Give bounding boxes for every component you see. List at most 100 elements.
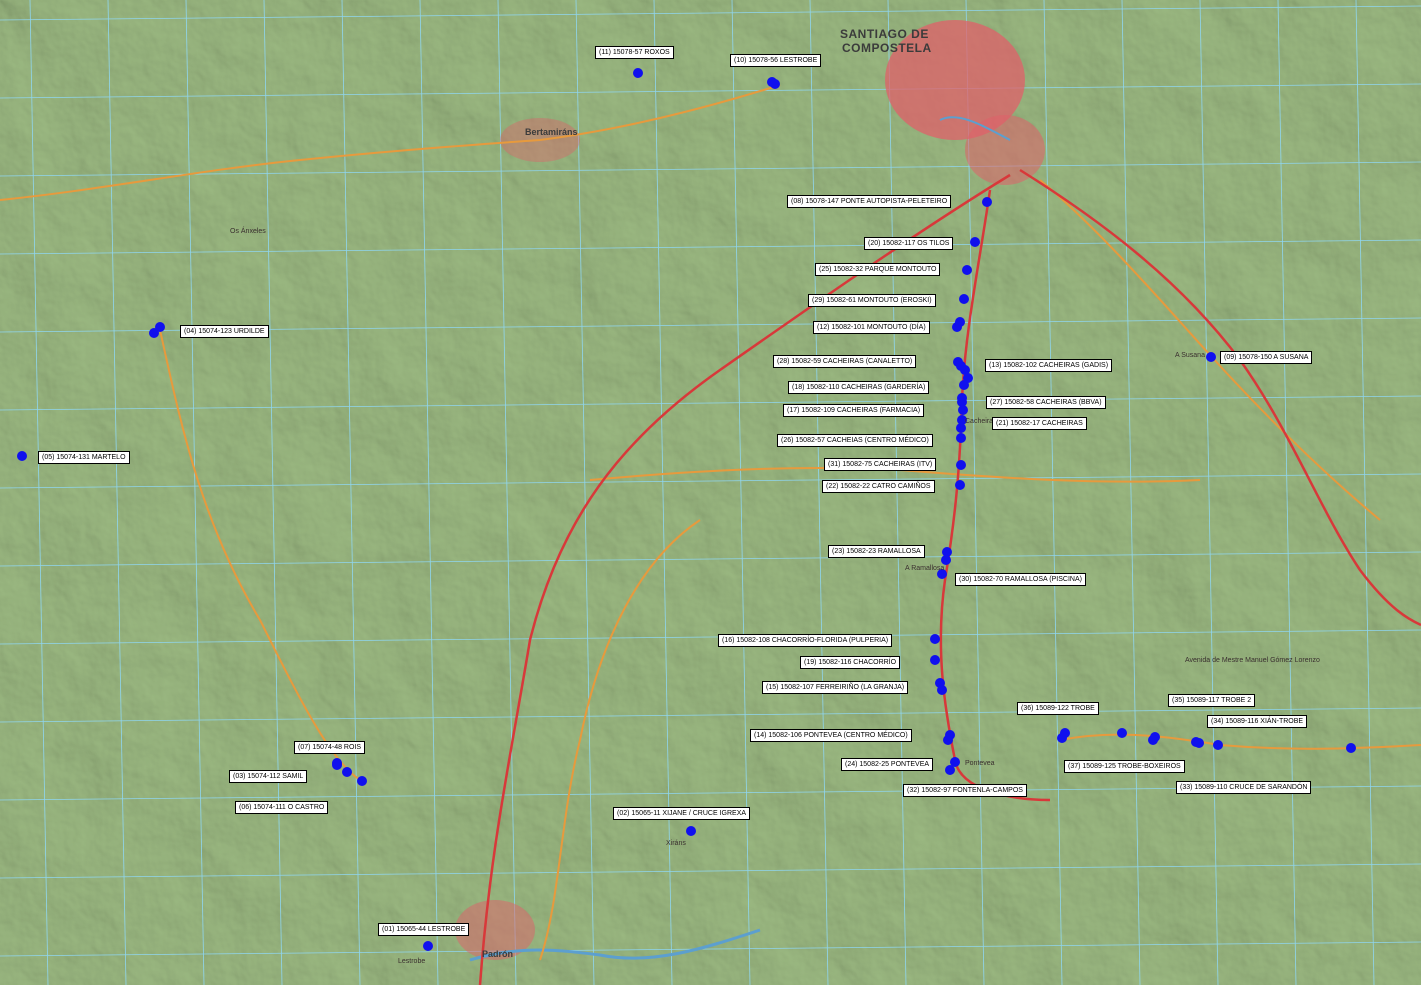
bus-stop-label[interactable]: (17) 15082-109 CACHEIRAS (FARMACIA) xyxy=(783,404,925,417)
bus-stop-label[interactable]: (15) 15082-107 FERREIRIÑO (LA GRANJA) xyxy=(762,681,909,694)
place-label: A Ramallosa xyxy=(905,565,945,572)
bus-stop-label[interactable]: (21) 15082-17 CACHEIRAS xyxy=(992,417,1087,430)
bus-stop-marker[interactable] xyxy=(937,685,947,695)
grid-line-horizontal xyxy=(0,395,1421,411)
bus-stop-marker[interactable] xyxy=(959,380,969,390)
bus-stop-label[interactable]: (07) 15074-48 ROIS xyxy=(294,741,366,754)
bus-stop-label[interactable]: (37) 15089-125 TROBE-BOXEIROS xyxy=(1064,760,1185,773)
bus-stop-label[interactable]: (22) 15082-22 CATRO CAMIÑOS xyxy=(822,480,935,493)
bus-stop-label[interactable]: (03) 15074-112 SAMIL xyxy=(229,770,308,783)
bus-stop-marker[interactable] xyxy=(956,361,966,371)
bus-stop-marker[interactable] xyxy=(930,634,940,644)
bus-stop-marker[interactable] xyxy=(941,555,951,565)
grid-line-horizontal xyxy=(0,941,1421,957)
bus-stop-marker[interactable] xyxy=(937,569,947,579)
bus-stop-label[interactable]: (36) 15089-122 TROBE xyxy=(1017,702,1099,715)
grid-line-horizontal xyxy=(0,551,1421,567)
bus-stop-label[interactable]: (08) 15078-147 PONTE AUTOPISTA-PELETEIRO xyxy=(787,195,952,208)
bus-stop-marker[interactable] xyxy=(770,79,780,89)
place-label: SANTIAGO DE xyxy=(840,27,929,41)
bus-stop-label[interactable]: (24) 15082-25 PONTEVEA xyxy=(841,758,934,771)
bus-stop-marker[interactable] xyxy=(17,451,27,461)
bus-stop-marker[interactable] xyxy=(1346,743,1356,753)
bus-stop-marker[interactable] xyxy=(1117,728,1127,738)
place-label: Bertamiráns xyxy=(525,127,578,137)
bus-stop-label[interactable]: (13) 15082-102 CACHEIRAS (GADIS) xyxy=(985,359,1113,372)
bus-stop-label[interactable]: (25) 15082-32 PARQUE MONTOUTO xyxy=(815,263,941,276)
rivers xyxy=(469,116,1011,962)
bus-stop-label[interactable]: (18) 15082-110 CACHEIRAS (GARDERÍA) xyxy=(788,381,930,394)
bus-stop-marker[interactable] xyxy=(958,405,968,415)
bus-stop-marker[interactable] xyxy=(930,655,940,665)
bus-stop-label[interactable]: (09) 15078-150 A SUSANA xyxy=(1220,351,1313,364)
bus-stop-label[interactable]: (06) 15074-111 O CASTRO xyxy=(235,801,329,814)
bus-stop-marker[interactable] xyxy=(633,68,643,78)
main-road-east xyxy=(1019,168,1421,627)
bus-stop-marker[interactable] xyxy=(942,547,952,557)
bus-stop-marker[interactable] xyxy=(155,322,165,332)
grid-line-vertical xyxy=(1277,0,1297,985)
bus-stop-marker[interactable] xyxy=(959,294,969,304)
bus-stop-label[interactable]: (04) 15074-123 URDILDE xyxy=(180,325,269,338)
bus-stop-marker[interactable] xyxy=(970,237,980,247)
bus-stop-label[interactable]: (14) 15082-106 PONTEVEA (CENTRO MÉDICO) xyxy=(750,729,912,742)
bus-stop-marker[interactable] xyxy=(332,758,342,768)
bus-stop-label[interactable]: (01) 15065-44 LESTROBE xyxy=(378,923,470,936)
grid-line-vertical xyxy=(497,0,517,985)
bus-stop-label[interactable]: (16) 15082-108 CHACORRÍO-FLORIDA (PULPER… xyxy=(718,634,893,647)
bus-stop-marker[interactable] xyxy=(955,480,965,490)
bus-stop-label[interactable]: (26) 15082-57 CACHEIAS (CENTRO MÉDICO) xyxy=(777,434,933,447)
bus-stop-marker[interactable] xyxy=(1194,738,1204,748)
bus-stop-marker[interactable] xyxy=(1213,740,1223,750)
bus-stop-label[interactable]: (20) 15082-117 OS TILOS xyxy=(864,237,954,250)
place-label: Padrón xyxy=(482,949,514,959)
grid-line-horizontal xyxy=(0,473,1421,489)
bus-stop-marker[interactable] xyxy=(357,776,367,786)
bus-stop-marker[interactable] xyxy=(956,433,966,443)
bus-stop-label[interactable]: (34) 15089-116 XIÁN-TROBE xyxy=(1207,715,1308,728)
bus-stop-label[interactable]: (28) 15082-59 CACHEIRAS (CANALETTO) xyxy=(773,355,917,368)
bus-stop-label[interactable]: (12) 15082-101 MONTOUTO (DÍA) xyxy=(813,321,930,334)
bus-stop-label[interactable]: (02) 15065-11 XIJANE / CRUCE IGREXA xyxy=(613,807,751,820)
bus-stop-marker[interactable] xyxy=(342,767,352,777)
bus-stop-label[interactable]: (27) 15082-58 CACHEIRAS (BBVA) xyxy=(986,396,1106,409)
bus-stop-marker[interactable] xyxy=(1148,735,1158,745)
bus-stop-label[interactable]: (23) 15082-23 RAMALLOSA xyxy=(828,545,925,558)
grid-line-vertical xyxy=(341,0,361,985)
place-label: Avenida de Mestre Manuel Gómez Lorenzo xyxy=(1185,657,1320,664)
bus-stop-label[interactable]: (10) 15078-56 LESTROBE xyxy=(730,54,822,67)
bus-stop-marker[interactable] xyxy=(686,826,696,836)
place-label: Pontevea xyxy=(965,760,995,767)
bus-stop-marker[interactable] xyxy=(1206,352,1216,362)
bus-stop-marker[interactable] xyxy=(1060,728,1070,738)
bus-stop-label[interactable]: (31) 15082-75 CACHEIRAS (ITV) xyxy=(824,458,937,471)
grid-line-horizontal xyxy=(0,863,1421,879)
bus-stop-label[interactable]: (30) 15082-70 RAMALLOSA (PISCINA) xyxy=(955,573,1086,586)
grid-line-vertical xyxy=(653,0,673,985)
bus-stop-label[interactable]: (19) 15082-116 CHACORRÍO xyxy=(800,656,901,669)
bus-stop-marker[interactable] xyxy=(945,765,955,775)
bus-stop-marker[interactable] xyxy=(943,735,953,745)
place-label: Lestrobe xyxy=(398,958,426,965)
bus-stop-marker[interactable] xyxy=(956,423,966,433)
bus-stop-marker[interactable] xyxy=(956,460,966,470)
bus-stop-marker[interactable] xyxy=(950,757,960,767)
bus-stop-marker[interactable] xyxy=(957,415,967,425)
bus-stop-label[interactable]: (35) 15089-117 TROBE 2 xyxy=(1168,694,1256,707)
grid-line-vertical xyxy=(1355,0,1375,985)
bus-stop-label[interactable]: (11) 15078-57 ROXOS xyxy=(595,46,674,59)
bus-stop-marker[interactable] xyxy=(423,941,433,951)
bus-stop-marker[interactable] xyxy=(957,393,967,403)
bus-stop-marker[interactable] xyxy=(982,197,992,207)
grid-line-horizontal xyxy=(0,83,1421,99)
bus-stop-label[interactable]: (29) 15082-61 MONTOUTO (EROSKI) xyxy=(808,294,936,307)
bus-stop-label[interactable]: (32) 15082-97 FONTENLA-CAMPOS xyxy=(903,784,1027,797)
bus-stop-marker[interactable] xyxy=(962,265,972,275)
bus-stop-marker[interactable] xyxy=(955,317,965,327)
place-label: A Susana xyxy=(1175,352,1205,359)
bus-stop-label[interactable]: (33) 15089-110 CRUCE DE SARANDÓN xyxy=(1176,781,1312,794)
bus-stop-label[interactable]: (05) 15074-131 MARTELO xyxy=(38,451,130,464)
